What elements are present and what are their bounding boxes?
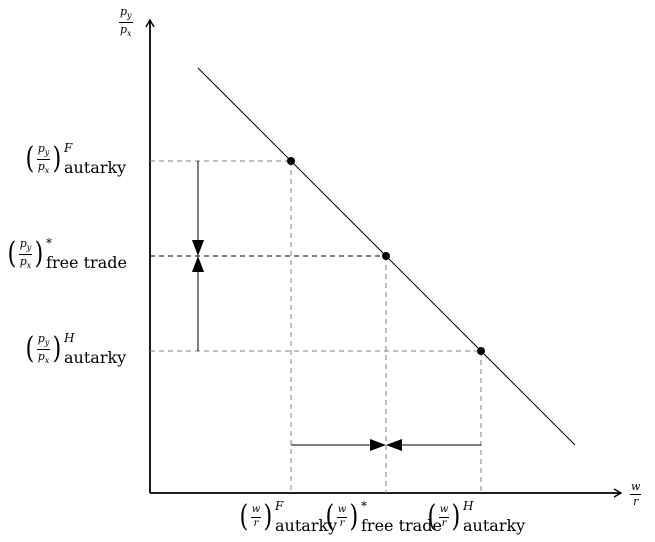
arrow-wage-left-head — [386, 439, 402, 451]
arrow-wage-right-head — [370, 439, 386, 451]
arrow-price-down-head — [192, 240, 204, 256]
label-price-home-autarky: ( py px ) H autarky — [25, 331, 127, 367]
label-wage-home-autarky: ( w r ) H autarky — [427, 499, 526, 535]
label-price-foreign-autarky: ( py px ) F autarky — [25, 141, 127, 177]
arrow-price-up-head — [192, 256, 204, 272]
point-home-autarky — [477, 347, 485, 355]
x-axis-label: w r — [630, 480, 642, 508]
point-free-trade — [382, 252, 390, 260]
label-wage-free-trade: ( w r ) * free trade — [325, 499, 442, 535]
label-wage-foreign-autarky: ( w r ) F autarky — [239, 499, 338, 535]
point-foreign-autarky — [287, 157, 295, 165]
y-axis-label: py px — [119, 5, 133, 38]
label-price-free-trade: ( py px ) * free trade — [7, 236, 127, 272]
